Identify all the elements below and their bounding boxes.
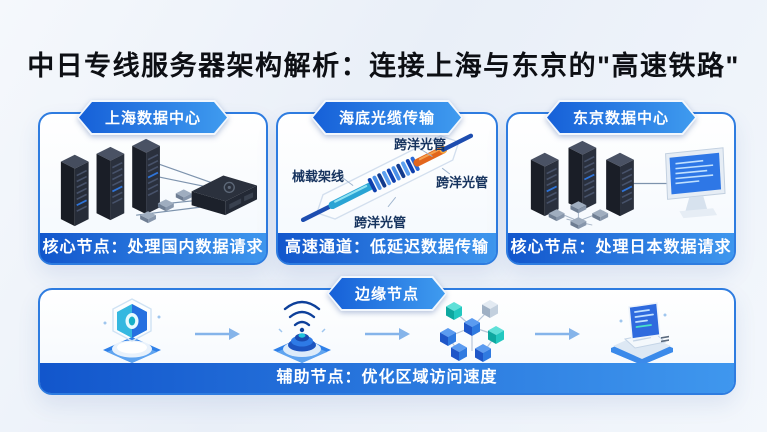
panel-shanghai-caption: 核心节点：处理国内数据请求 [40,233,266,263]
cable-label-right: 跨洋光管 [435,175,488,190]
cable-ribs [367,156,420,193]
monitor-icon [665,147,726,219]
server-tower-icon [606,152,634,217]
panel-tokyo-caption: 核心节点：处理日本数据请求 [508,233,734,263]
submarine-cable-illustration: 跨洋光管 跨洋光管 械载架线 跨洋光管 [278,114,496,233]
badge-outline: 东京数据中心 [545,100,697,135]
badge-outline: 海底光缆传输 [311,100,463,135]
chip-icon [140,211,156,224]
badge-outline: 上海数据中心 [77,100,229,135]
panel-shanghai-badge: 上海数据中心 [77,100,229,135]
server-racks-monitor-icon [530,140,726,230]
badge-label: 东京数据中心 [547,102,695,133]
badge-label: 上海数据中心 [79,102,227,133]
panel-edge-badge: 边缘节点 [327,276,447,311]
server-racks-monitor-illustration [508,128,734,233]
server-racks-switch-illustration [40,128,266,233]
cable-label-top: 跨洋光管 [393,137,447,152]
page-title: 中日专线服务器架构解析：连接上海与东京的"高速铁路" [27,51,740,81]
chip-icon [570,217,587,230]
arrow-right-icon [195,327,240,340]
wireless-signal-icon [273,300,331,363]
badge-label: 边缘节点 [329,278,445,309]
server-racks-icon [60,138,258,227]
chip-icon [570,201,587,214]
security-shield-icon [103,297,161,363]
panel-cable-badge: 海底光缆传输 [311,100,463,135]
chip-icon [157,199,174,212]
cable-label-bottom: 跨洋光管 [353,215,407,230]
panel-cable-caption: 高速通道：低延迟数据传输 [278,233,496,263]
edge-icons-row [95,297,679,365]
submarine-cable-icon [300,133,474,223]
server-tower-icon [568,140,597,211]
cable-label-left: 械载架线 [292,169,345,184]
network-switch-icon [191,175,258,216]
panel-shanghai-datacenter: 上海数据中心 [38,112,268,265]
chip-icon [548,209,565,222]
panel-submarine-cable: 海底光缆传输 [276,112,498,265]
server-tower-icon [96,146,125,221]
panel-edge-nodes: 边缘节点 [38,288,736,395]
panel-tokyo-badge: 东京数据中心 [545,100,697,135]
badge-outline: 边缘节点 [327,276,447,311]
server-tower-icon [132,138,160,215]
server-tower-icon [60,154,89,227]
chip-icon [592,209,609,222]
arrow-right-icon [365,327,410,340]
edge-terminal-icon [611,301,673,365]
panel-edge-caption: 辅助节点：优化区域访问速度 [40,363,734,393]
panel-tokyo-datacenter: 东京数据中心 [506,112,736,265]
server-tower-icon [530,152,559,217]
badge-label: 海底光缆传输 [313,102,461,133]
cube-network-icon [440,299,504,362]
chip-icon [175,189,192,202]
arrow-right-icon [535,327,580,340]
